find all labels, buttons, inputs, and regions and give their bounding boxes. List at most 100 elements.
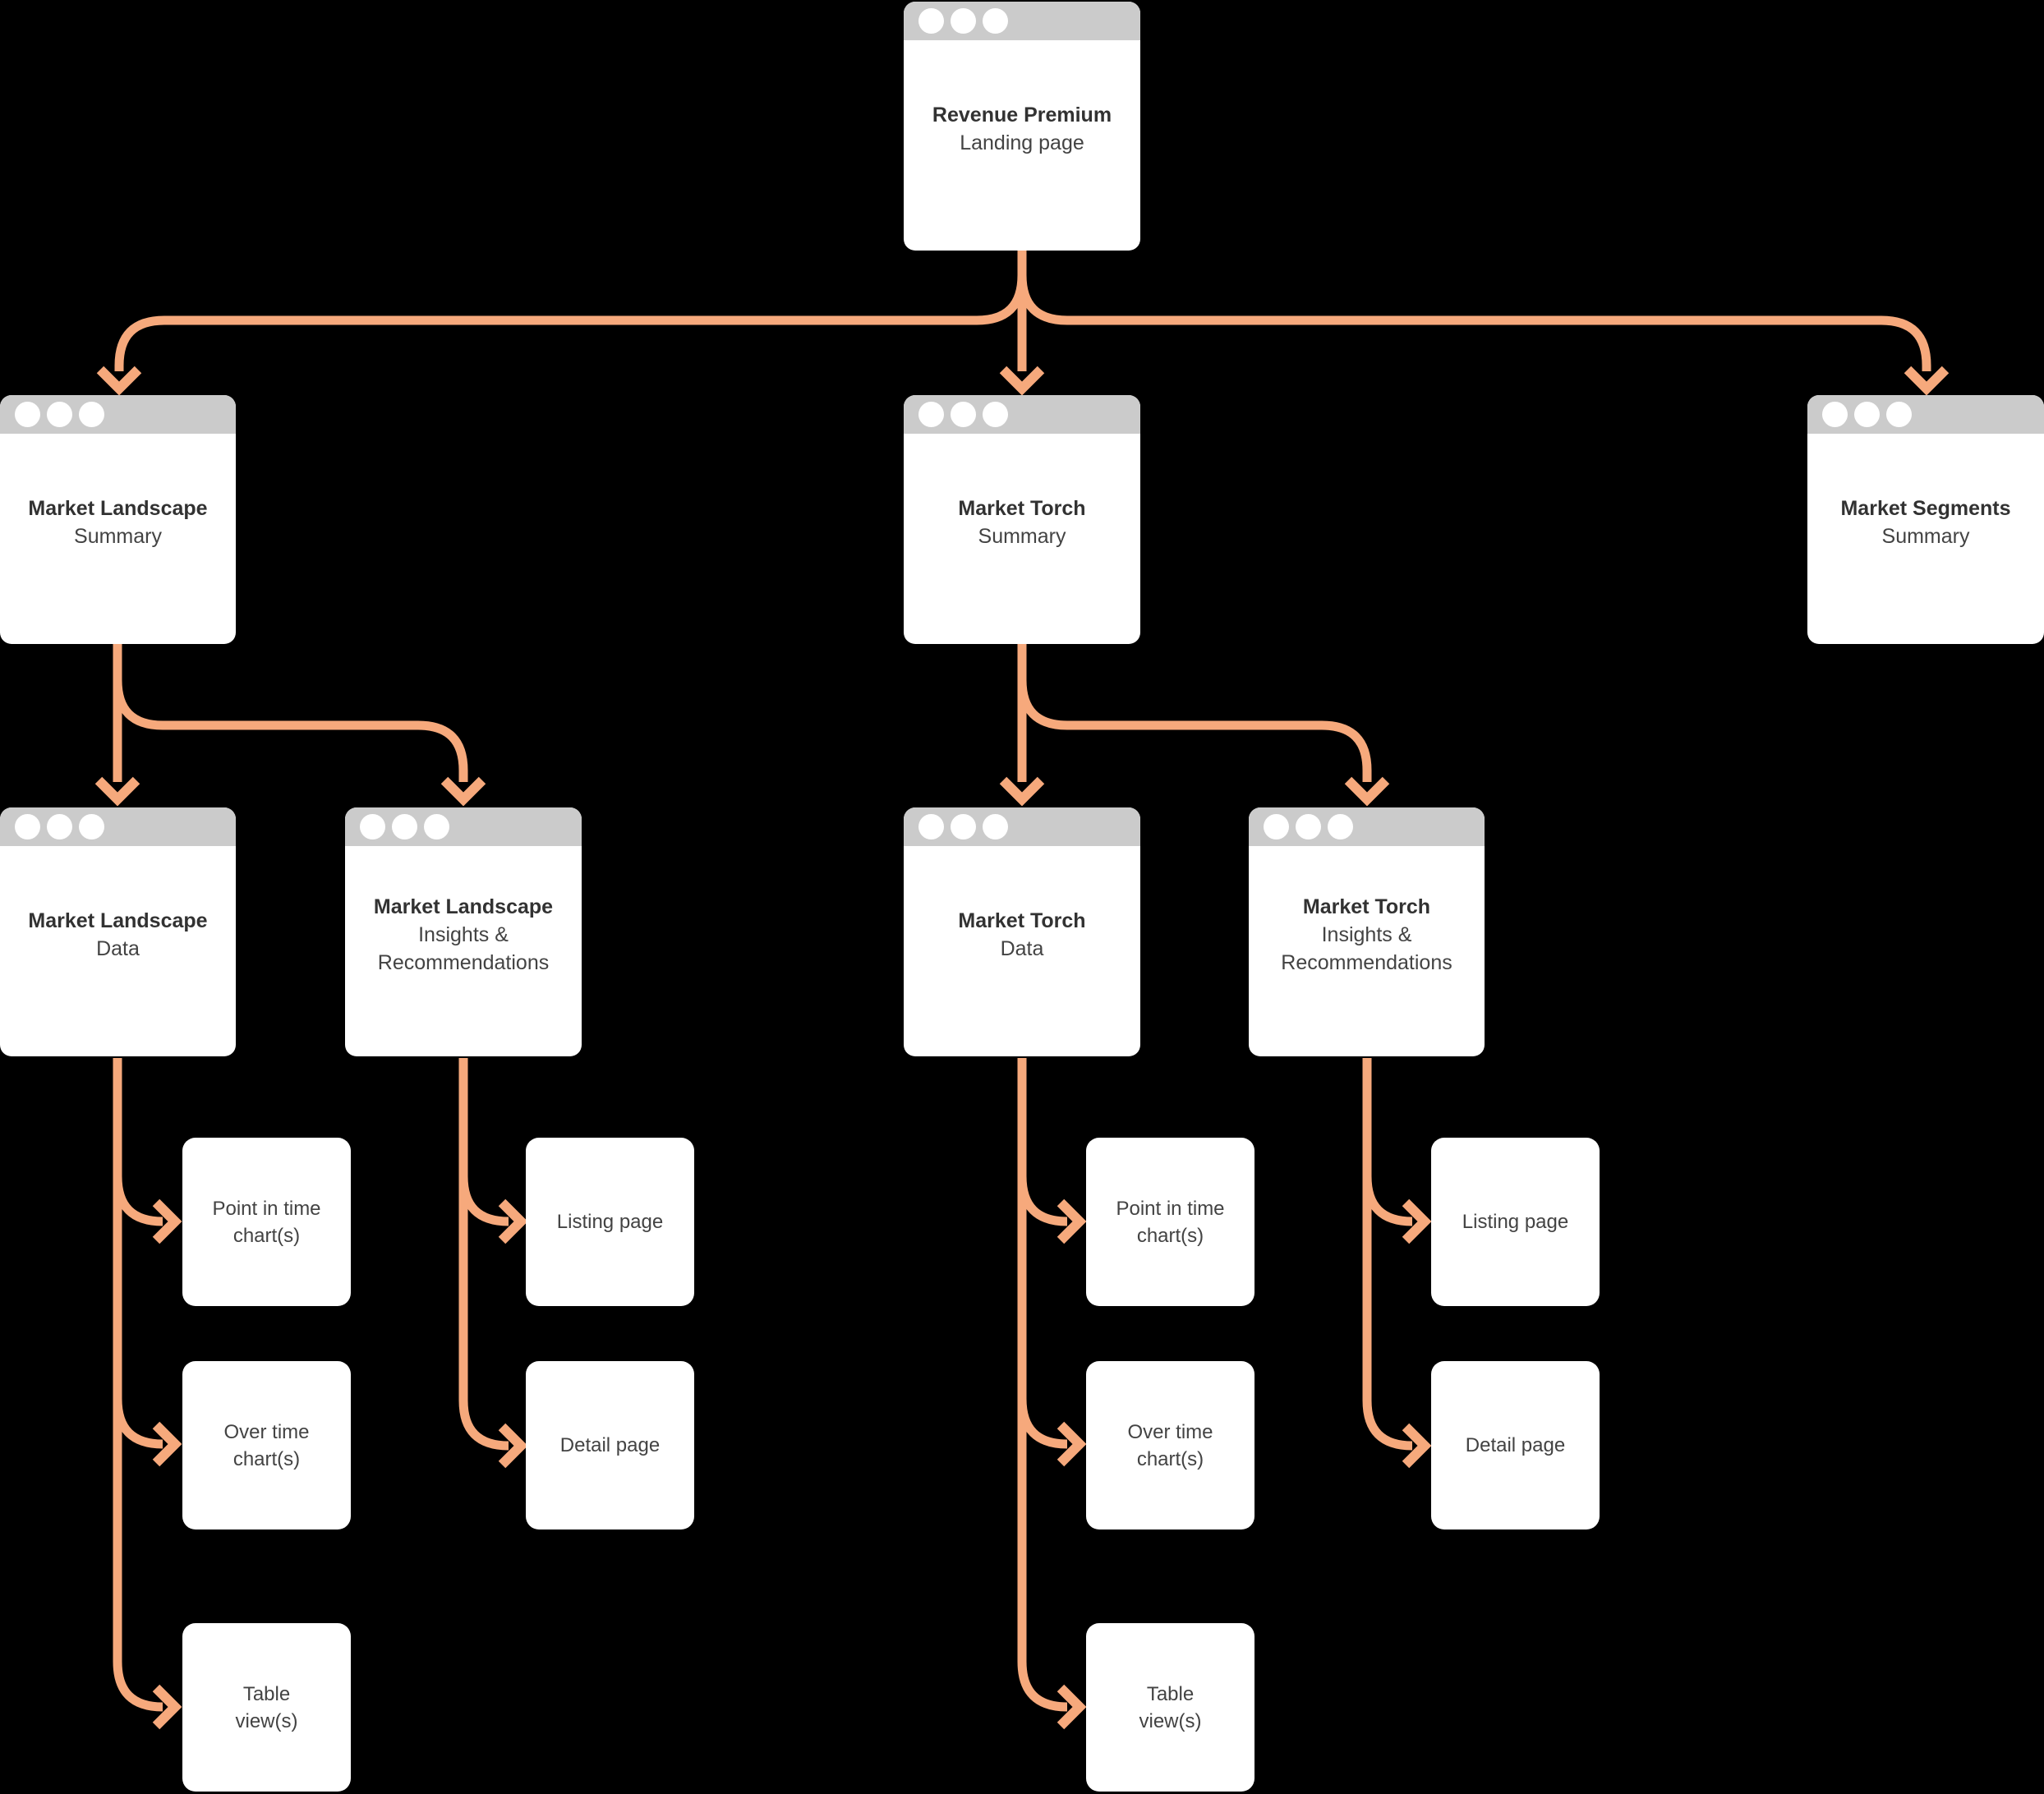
window-subtitle: Data <box>96 937 140 960</box>
card-label: chart(s) <box>232 1224 301 1247</box>
window-dot-icon <box>951 814 976 840</box>
window-titlebar <box>1807 395 2044 434</box>
window-titlebar <box>904 2 1140 40</box>
window-titlebar <box>1249 807 1485 846</box>
window-market-landscape-insights-recommendations: Market Landscape Insights & Recommendati… <box>345 807 582 1056</box>
card-label: Detail page <box>559 1434 661 1456</box>
card-ml-listing-page: Listing page <box>526 1138 694 1306</box>
card-label: Listing page <box>556 1211 664 1233</box>
connector-root-to-market-segments-summary <box>1017 250 1950 396</box>
window-market-torch-summary: Market Torch Summary <box>904 395 1140 644</box>
card-label: Listing page <box>1462 1211 1569 1233</box>
window-subtitle: Insights & Recommendations <box>1281 923 1452 974</box>
card-mt-detail-page: Detail page <box>1431 1361 1600 1530</box>
window-dot-icon <box>1822 402 1848 427</box>
window-market-torch-data: Market Torch Data <box>904 807 1140 1056</box>
window-dot-icon <box>983 814 1008 840</box>
window-subtitle: Data <box>1000 937 1044 960</box>
window-body: Market Landscape Data <box>0 846 236 1056</box>
window-dot-icon <box>79 814 104 840</box>
window-dot-icon <box>1328 814 1353 840</box>
window-dot-icon <box>15 402 40 427</box>
window-market-landscape-data: Market Landscape Data <box>0 807 236 1056</box>
connector-ml-insights-to-listing-page <box>458 1175 528 1244</box>
connector-mt-data-to-point-in-time <box>1017 1175 1087 1244</box>
card-label: Table <box>1146 1682 1195 1705</box>
card-ml-detail-page: Detail page <box>526 1361 694 1530</box>
window-body: Market Torch Data <box>904 846 1140 1056</box>
window-subtitle: Landing page <box>960 131 1084 154</box>
window-body: Market Landscape Summary <box>0 434 236 644</box>
connector-ml-data-to-over-time <box>113 1398 182 1467</box>
window-titlebar <box>0 807 236 846</box>
window-revenue-premium-landing-page: Revenue Premium Landing page <box>904 2 1140 251</box>
window-title: Market Torch <box>958 909 1086 932</box>
window-dot-icon <box>983 8 1008 34</box>
window-market-torch-insights-recommendations: Market Torch Insights & Recommendations <box>1249 807 1485 1056</box>
window-dot-icon <box>15 814 40 840</box>
connector-mt-insights-to-detail-page <box>1362 1058 1432 1469</box>
card-label: chart(s) <box>232 1447 301 1470</box>
window-dot-icon <box>983 402 1008 427</box>
window-dot-icon <box>392 814 417 840</box>
window-dot-icon <box>424 814 449 840</box>
card-label: Table <box>242 1682 291 1705</box>
window-dot-icon <box>918 402 944 427</box>
window-title: Market Landscape <box>28 497 208 520</box>
window-dot-icon <box>918 8 944 34</box>
card-label: view(s) <box>1139 1709 1202 1732</box>
window-titlebar <box>904 395 1140 434</box>
connector-root-to-market-landscape-summary <box>96 250 1027 396</box>
card-label: Point in time <box>1116 1197 1225 1220</box>
window-subtitle: Summary <box>74 525 162 548</box>
card-label: chart(s) <box>1136 1447 1204 1470</box>
window-titlebar <box>345 807 582 846</box>
window-dot-icon <box>951 402 976 427</box>
connector-mt-data-to-over-time <box>1017 1398 1087 1467</box>
card-label: Over time <box>1127 1420 1213 1443</box>
window-titlebar <box>904 807 1140 846</box>
window-body: Market Segments Summary <box>1807 434 2044 644</box>
card-ml-table-views: Table view(s) <box>182 1623 351 1792</box>
window-title: Market Landscape <box>373 895 554 918</box>
card-label: chart(s) <box>1136 1224 1204 1247</box>
card-ml-over-time-charts: Over time chart(s) <box>182 1361 351 1530</box>
connector-ml-data-to-table-views <box>113 1058 182 1730</box>
window-dot-icon <box>1264 814 1289 840</box>
window-title: Market Segments <box>1840 497 2011 520</box>
window-body: Market Landscape Insights & Recommendati… <box>345 846 582 1056</box>
card-mt-table-views: Table view(s) <box>1086 1623 1254 1792</box>
window-title: Market Torch <box>1302 895 1431 918</box>
card-label: Detail page <box>1465 1434 1566 1456</box>
window-body: Market Torch Summary <box>904 434 1140 644</box>
card-ml-point-in-time-charts: Point in time chart(s) <box>182 1138 351 1306</box>
window-subtitle: Summary <box>1881 525 1970 548</box>
window-dot-icon <box>1886 402 1912 427</box>
connector-ml-data-to-point-in-time <box>113 1175 182 1244</box>
card-mt-listing-page: Listing page <box>1431 1138 1600 1306</box>
window-body: Market Torch Insights & Recommendations <box>1249 846 1485 1056</box>
connector-mt-insights-to-listing-page <box>1362 1175 1432 1244</box>
window-market-segments-summary: Market Segments Summary <box>1807 395 2044 644</box>
connector-ml-insights-to-detail-page <box>458 1058 528 1469</box>
window-dot-icon <box>360 814 385 840</box>
connector-mt-data-to-table-views <box>1017 1058 1087 1730</box>
window-body: Revenue Premium Landing page <box>904 40 1140 251</box>
window-market-landscape-summary: Market Landscape Summary <box>0 395 236 644</box>
window-title: Revenue Premium <box>932 104 1112 126</box>
window-dot-icon <box>1296 814 1321 840</box>
window-dot-icon <box>951 8 976 34</box>
card-mt-over-time-charts: Over time chart(s) <box>1086 1361 1254 1530</box>
connector-mt-summary-to-mt-insights <box>1017 657 1390 807</box>
window-titlebar <box>0 395 236 434</box>
card-label: Over time <box>223 1420 310 1443</box>
card-mt-point-in-time-charts: Point in time chart(s) <box>1086 1138 1254 1306</box>
window-title: Market Landscape <box>28 909 208 932</box>
window-dot-icon <box>918 814 944 840</box>
window-title: Market Torch <box>958 497 1086 520</box>
card-label: Point in time <box>212 1197 321 1220</box>
window-dot-icon <box>47 814 72 840</box>
window-subtitle: Summary <box>978 525 1066 548</box>
